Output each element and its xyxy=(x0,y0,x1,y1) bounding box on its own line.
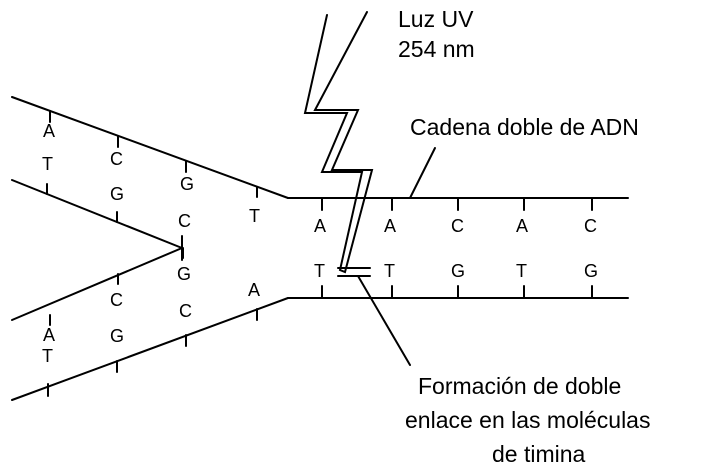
base-letter: C xyxy=(179,301,192,321)
upper-left-backbone-inner xyxy=(11,179,183,249)
base-letter: C xyxy=(584,216,597,236)
uv-lightning-bolt xyxy=(303,11,374,274)
chain-pointer-line xyxy=(409,147,436,199)
lower-left-backbone-outer xyxy=(11,297,289,401)
formation-label-line3: de timina xyxy=(492,441,586,467)
base-letter: T xyxy=(314,261,325,281)
base-letter: A xyxy=(516,216,528,236)
base-letter: A xyxy=(248,280,260,300)
base-letter: A xyxy=(43,325,55,345)
base-letter: C xyxy=(110,290,123,310)
base-letter: T xyxy=(384,261,395,281)
base-letter: C xyxy=(178,211,191,231)
base-letter: T xyxy=(249,206,260,226)
base-letter: A xyxy=(384,216,396,236)
dimer-pointer-line xyxy=(357,275,411,366)
base-letter: T xyxy=(42,154,53,174)
base-letter: A xyxy=(43,121,55,141)
base-letter: A xyxy=(314,216,326,236)
base-letter: T xyxy=(516,261,527,281)
base-letter: C xyxy=(110,149,123,169)
base-letter: C xyxy=(451,216,464,236)
uv-label-line2: 254 nm xyxy=(398,36,475,62)
base-letter: G xyxy=(177,264,191,284)
base-letter: G xyxy=(451,261,465,281)
formation-label-line2: enlace en las moléculas xyxy=(405,407,650,433)
base-letter: G xyxy=(180,174,194,194)
uv-label-line1: Luz UV xyxy=(398,6,474,32)
base-letter: T xyxy=(42,346,53,366)
lower-left-backbone-inner xyxy=(11,247,183,321)
base-letter: G xyxy=(110,184,124,204)
upper-left-backbone-outer xyxy=(11,96,289,199)
base-letter: G xyxy=(110,326,124,346)
chain-label: Cadena doble de ADN xyxy=(410,114,639,140)
base-letter: G xyxy=(584,261,598,281)
formation-label-line1: Formación de doble xyxy=(418,373,621,399)
